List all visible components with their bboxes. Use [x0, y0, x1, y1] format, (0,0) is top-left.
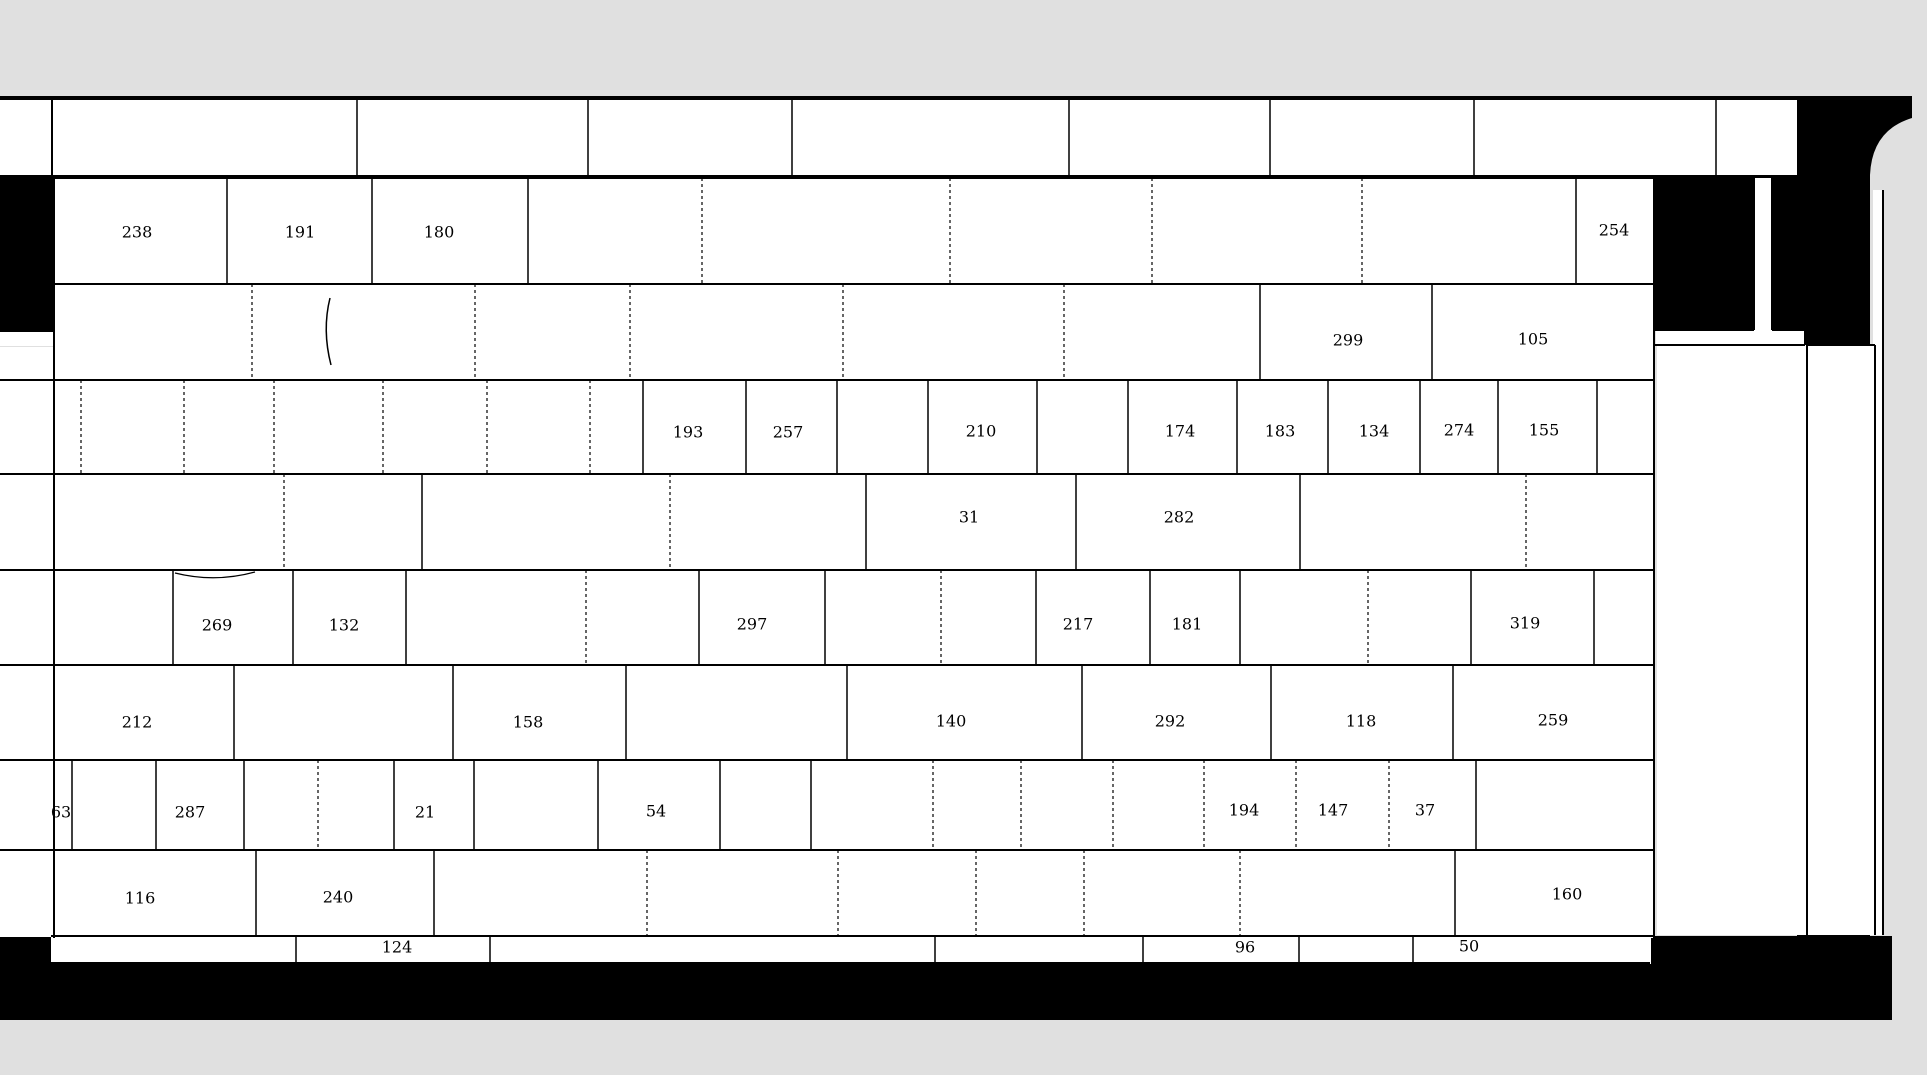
stone-label-269: 269: [202, 616, 233, 635]
stone-label-160: 160: [1552, 885, 1583, 904]
stone-label-134: 134: [1359, 422, 1390, 441]
stone-label-37: 37: [1415, 801, 1435, 820]
stone-label-194: 194: [1229, 801, 1260, 820]
stone-label-105: 105: [1518, 330, 1549, 349]
stone-label-254: 254: [1599, 221, 1630, 240]
stone-label-210: 210: [966, 422, 997, 441]
stone-label-297: 297: [737, 615, 768, 634]
stone-label-96: 96: [1235, 938, 1255, 957]
stone-label-21: 21: [415, 803, 435, 822]
stone-label-158: 158: [513, 713, 544, 732]
stone-label-118: 118: [1346, 712, 1377, 731]
stone-label-287: 287: [175, 803, 206, 822]
stone-label-180: 180: [424, 223, 455, 242]
stone-label-54: 54: [646, 802, 666, 821]
stone-label-282: 282: [1164, 508, 1195, 527]
stone-labels: 238 191 180 254 299 105 193 257 210 174 183 134 274 1…: [51, 221, 1629, 957]
stone-label-259: 259: [1538, 711, 1569, 730]
stone-label-140: 140: [936, 712, 967, 731]
stone-label-238: 238: [122, 223, 153, 242]
pencil-mark: [174, 571, 256, 579]
stone-label-31: 31: [959, 508, 979, 527]
stone-label-299: 299: [1333, 331, 1364, 350]
stone-label-174: 174: [1165, 422, 1196, 441]
joint-lines: [71, 98, 1717, 963]
stone-label-63: 63: [51, 803, 71, 822]
course-lines: [0, 97, 1884, 964]
stone-label-181: 181: [1172, 615, 1203, 634]
white-areas: [0, 100, 1883, 964]
stone-label-257: 257: [773, 423, 804, 442]
stone-label-292: 292: [1155, 712, 1186, 731]
stone-label-124: 124: [382, 938, 413, 957]
pencil-mark: [325, 297, 332, 366]
stone-label-183: 183: [1265, 422, 1296, 441]
stone-label-50: 50: [1459, 937, 1479, 956]
stone-label-217: 217: [1063, 615, 1094, 634]
stone-label-132: 132: [329, 616, 360, 635]
stone-label-116: 116: [125, 889, 156, 908]
stone-label-147: 147: [1318, 801, 1349, 820]
stone-label-240: 240: [323, 888, 354, 907]
stone-label-274: 274: [1444, 421, 1475, 440]
stone-label-193: 193: [673, 423, 704, 442]
stone-label-319: 319: [1510, 614, 1541, 633]
stone-label-212: 212: [122, 713, 153, 732]
stone-label-155: 155: [1529, 421, 1560, 440]
stone-label-191: 191: [285, 223, 316, 242]
